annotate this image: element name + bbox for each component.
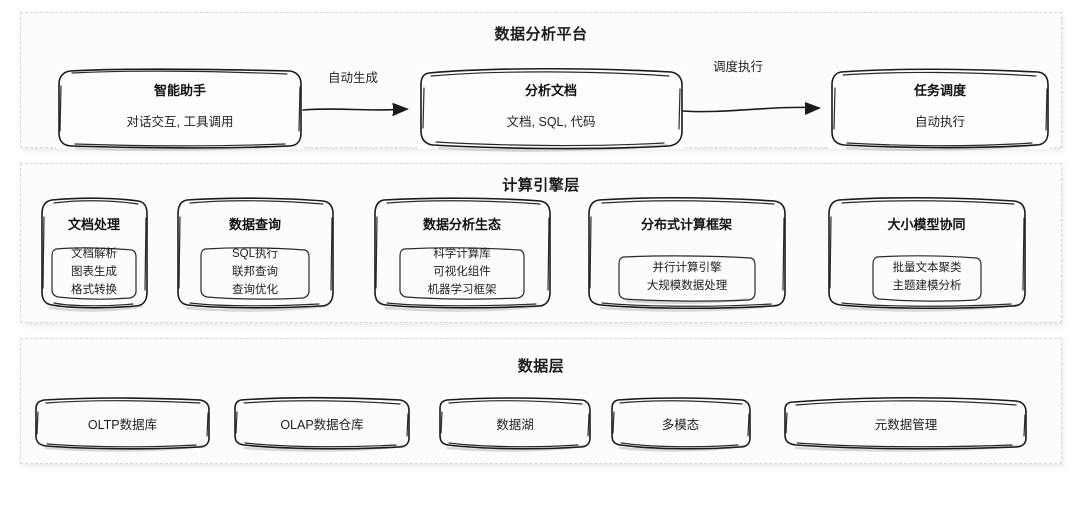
card-item-group: SQL执行 联邦查询 查询优化 bbox=[199, 246, 311, 300]
card-item: 查询优化 bbox=[232, 283, 278, 296]
card-item: 文档解析 bbox=[71, 248, 117, 261]
card-item: 机器学习框架 bbox=[427, 283, 497, 296]
card-title: 数据分析生态 bbox=[422, 217, 501, 232]
arrow-label-scheduled-execution: 调度执行 bbox=[713, 60, 764, 74]
card-item: 可视化组件 bbox=[433, 266, 491, 279]
card-title: 分布式计算框架 bbox=[640, 217, 732, 232]
card-item-list: 文档解析 图表生成 格式转换 bbox=[50, 246, 138, 300]
card-title: 数据查询 bbox=[228, 217, 281, 232]
card-item: 大规模数据处理 bbox=[646, 280, 728, 292]
layer-compute-engine-title: 计算引擎层 bbox=[502, 177, 580, 194]
layer-platform-title: 数据分析平台 bbox=[494, 26, 588, 43]
card-title: 大小模型协同 bbox=[887, 217, 966, 232]
arrow-scheduled-execution-icon bbox=[682, 102, 821, 115]
data-node-label: 数据湖 bbox=[496, 417, 534, 432]
card-data-analysis-ecosystem[interactable]: 数据分析生态 科学计算库 可视化组件 机器学习框架 bbox=[370, 196, 554, 312]
card-item: 主题建模分析 bbox=[892, 280, 962, 292]
layer-platform: 数据分析平台 智能助手 对话交互, 工具调用 自动生成 bbox=[20, 12, 1062, 152]
card-item-list: SQL执行 联邦查询 查询优化 bbox=[199, 246, 311, 300]
card-item-group: 科学计算库 可视化组件 机器学习框架 bbox=[398, 246, 526, 300]
card-large-small-model-collaboration[interactable]: 大小模型协同 批量文本聚类 主题建模分析 bbox=[823, 196, 1030, 312]
node-content: 智能助手 对话交互, 工具调用 bbox=[56, 67, 304, 149]
data-node-label: OLTP数据库 bbox=[87, 417, 158, 432]
node-task-scheduler[interactable]: 任务调度 自动执行 bbox=[829, 67, 1051, 151]
node-intelligent-assistant[interactable]: 智能助手 对话交互, 工具调用 bbox=[56, 67, 304, 152]
node-title: 分析文档 bbox=[524, 82, 577, 98]
card-item-list: 科学计算库 可视化组件 机器学习框架 bbox=[398, 246, 526, 300]
card-distributed-compute-framework[interactable]: 分布式计算框架 并行计算引擎 大规模数据处理 bbox=[583, 196, 790, 312]
node-analysis-document[interactable]: 分析文档 文档, SQL, 代码 bbox=[417, 67, 685, 152]
card-document-processing[interactable]: 文档处理 文档解析 图表生成 格式转换 bbox=[38, 196, 150, 312]
card-item: 并行计算引擎 bbox=[652, 262, 722, 275]
card-item-group: 文档解析 图表生成 格式转换 bbox=[50, 246, 138, 300]
data-node-label: 元数据管理 bbox=[874, 417, 938, 432]
arrow-label-auto-generate: 自动生成 bbox=[328, 71, 379, 85]
card-item: 联邦查询 bbox=[232, 266, 278, 279]
node-content: 任务调度 自动执行 bbox=[829, 67, 1051, 149]
card-item: 图表生成 bbox=[71, 266, 117, 279]
card-title: 文档处理 bbox=[67, 217, 120, 232]
card-item: SQL执行 bbox=[231, 248, 278, 261]
card-item-group: 批量文本聚类 主题建模分析 bbox=[871, 254, 983, 302]
layer-data-title: 数据层 bbox=[517, 358, 565, 375]
node-subtitle: 对话交互, 工具调用 bbox=[126, 115, 234, 130]
arrow-auto-generate-icon bbox=[302, 103, 409, 116]
card-item: 科学计算库 bbox=[433, 248, 491, 261]
data-node-oltp-database[interactable]: OLTP数据库 bbox=[32, 396, 213, 452]
data-node-metadata-management[interactable]: 元数据管理 bbox=[780, 396, 1032, 452]
data-node-label: OLAP数据仓库 bbox=[280, 417, 364, 432]
data-node-multimodal[interactable]: 多模态 bbox=[608, 396, 753, 452]
card-item-group: 并行计算引擎 大规模数据处理 bbox=[617, 254, 757, 305]
card-item: 格式转换 bbox=[71, 283, 117, 296]
node-subtitle: 自动执行 bbox=[914, 115, 965, 130]
node-content: 分析文档 文档, SQL, 代码 bbox=[417, 67, 685, 149]
card-item-list: 并行计算引擎 大规模数据处理 bbox=[617, 254, 757, 302]
card-item-list: 批量文本聚类 主题建模分析 bbox=[871, 254, 983, 302]
data-node-data-lake[interactable]: 数据湖 bbox=[436, 396, 594, 452]
data-node-olap-warehouse[interactable]: OLAP数据仓库 bbox=[231, 396, 413, 452]
data-node-label: 多模态 bbox=[661, 417, 700, 432]
node-subtitle: 文档, SQL, 代码 bbox=[506, 115, 596, 130]
node-title: 智能助手 bbox=[153, 82, 206, 98]
node-title: 任务调度 bbox=[913, 82, 966, 98]
card-data-query[interactable]: 数据查询 SQL执行 联邦查询 查询优化 bbox=[173, 196, 337, 312]
card-item: 批量文本聚类 bbox=[892, 262, 962, 275]
